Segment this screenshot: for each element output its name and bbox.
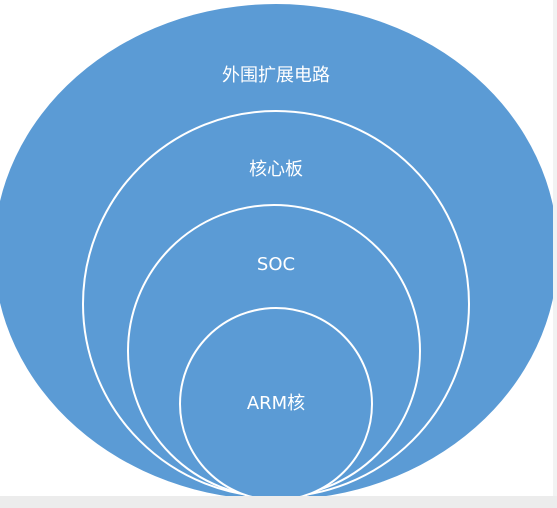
layer-core-board-label: 核心板 [249, 159, 303, 180]
layer-outer-label: 外围扩展电路 [222, 65, 330, 86]
bottom-edge-strip [0, 496, 557, 508]
layer-arm-core-label: ARM核 [247, 393, 305, 414]
layer-soc-label: SOC [257, 254, 295, 275]
right-edge-strip [553, 0, 557, 496]
